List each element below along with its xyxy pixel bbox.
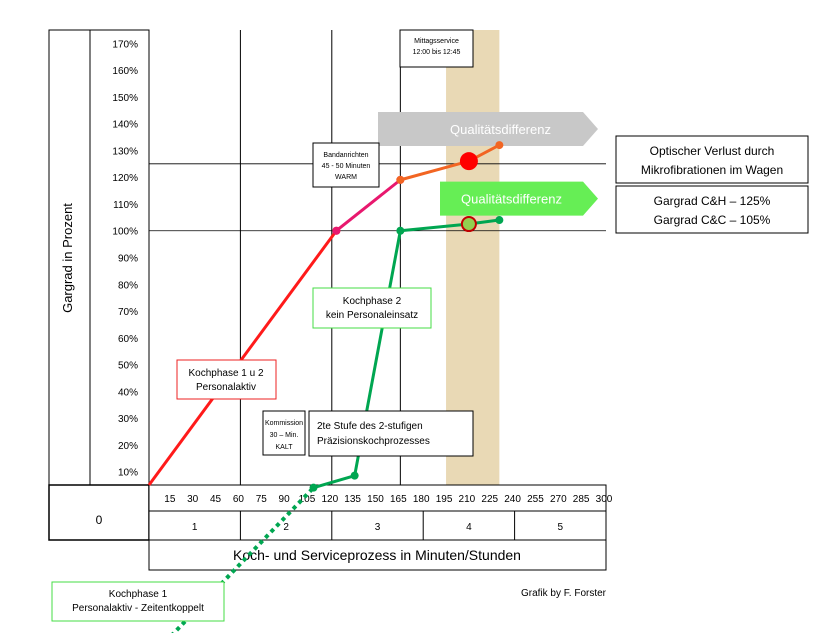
x-tick-label: 75 bbox=[256, 494, 268, 505]
kochphase2-line1: Kochphase 2 bbox=[343, 296, 402, 307]
x-tick-label: 225 bbox=[481, 494, 498, 505]
quality-arrow-green-text: Qualitätsdifferenz bbox=[461, 192, 562, 207]
bandanrichten-box bbox=[312, 142, 380, 188]
x-tick-label: 195 bbox=[436, 494, 453, 505]
service-label-line1: Mittagsservice bbox=[414, 38, 459, 45]
series-point bbox=[350, 471, 359, 480]
kommission-line1: Kommission bbox=[265, 420, 303, 427]
highlight-marker bbox=[459, 152, 478, 171]
bandanrichten-line3: WARM bbox=[335, 174, 357, 181]
x-tick-label: 180 bbox=[413, 494, 430, 505]
x-tick-label: 90 bbox=[279, 494, 291, 505]
x-tick-label: 300 bbox=[596, 494, 613, 505]
x-tick-label: 210 bbox=[459, 494, 476, 505]
gargrad-line2: Gargrad C&C – 105% bbox=[654, 213, 771, 227]
origin-label: 0 bbox=[96, 513, 103, 527]
quality-arrow-green bbox=[440, 181, 598, 216]
kochphase12-line1: Kochphase 1 u 2 bbox=[188, 368, 263, 379]
hour-label: 1 bbox=[192, 522, 198, 533]
y-tick-label: 40% bbox=[118, 387, 138, 398]
hour-label: 5 bbox=[558, 522, 564, 533]
series-point bbox=[396, 175, 405, 184]
kochphase2-line2: kein Personaleinsatz bbox=[326, 310, 418, 321]
origin-cell bbox=[48, 484, 150, 541]
kochphase1-line2: Personalaktiv - Zeitentkoppelt bbox=[72, 603, 204, 614]
kommission-line3: KALT bbox=[276, 444, 294, 451]
service-band bbox=[446, 30, 500, 485]
y-tick-label: 50% bbox=[118, 361, 138, 372]
y-tick-label: 100% bbox=[112, 227, 138, 238]
highlight-marker bbox=[460, 216, 477, 233]
stufe-line1: 2te Stufe des 2-stufigen bbox=[317, 421, 423, 432]
service-label-box bbox=[399, 29, 474, 68]
quality-arrow-gray bbox=[378, 112, 598, 147]
y-tick-label: 170% bbox=[112, 39, 138, 50]
series-line bbox=[335, 178, 402, 232]
series-point bbox=[495, 141, 504, 150]
series-point bbox=[309, 483, 318, 492]
x-tick-label: 255 bbox=[527, 494, 544, 505]
kochphase1-box bbox=[51, 581, 225, 622]
series-point bbox=[332, 226, 341, 235]
xlabel-row bbox=[148, 539, 607, 571]
hour-label: 4 bbox=[466, 522, 472, 533]
y-tick-label: 60% bbox=[118, 334, 138, 345]
stufe-line2: Präzisionskochprozesses bbox=[317, 436, 430, 447]
y-tick-label: 70% bbox=[118, 307, 138, 318]
y-tick-label: 130% bbox=[112, 146, 138, 157]
y-tick-label: 30% bbox=[118, 414, 138, 425]
kochphase12-box bbox=[176, 359, 277, 400]
gargrad-line1: Gargrad C&H – 125% bbox=[654, 194, 771, 208]
hour-label: 2 bbox=[283, 522, 289, 533]
series-point bbox=[396, 226, 405, 235]
minutes-row bbox=[148, 484, 607, 512]
x-tick-label: 165 bbox=[390, 494, 407, 505]
credit-text: Grafik by F. Forster bbox=[521, 588, 607, 599]
y-tick-label: 20% bbox=[118, 441, 138, 452]
y-tick-label: 80% bbox=[118, 280, 138, 291]
y-tick-label: 90% bbox=[118, 254, 138, 265]
x-tick-label: 270 bbox=[550, 494, 567, 505]
y-tick-label: 160% bbox=[112, 66, 138, 77]
bandanrichten-line2: 45 - 50 Minuten bbox=[322, 163, 371, 170]
hours-row bbox=[148, 510, 607, 541]
series-point bbox=[495, 216, 504, 225]
x-tick-label: 150 bbox=[367, 494, 384, 505]
x-tick-label: 285 bbox=[573, 494, 590, 505]
verlust-line1: Optischer Verlust durch bbox=[650, 144, 775, 158]
x-tick-label: 240 bbox=[504, 494, 521, 505]
y-tick-label: 140% bbox=[112, 120, 138, 131]
x-tick-label: 60 bbox=[233, 494, 245, 505]
y-tick-label: 120% bbox=[112, 173, 138, 184]
x-tick-label: 30 bbox=[187, 494, 199, 505]
x-tick-label: 135 bbox=[344, 494, 361, 505]
kommission-box bbox=[262, 410, 306, 456]
y-tick-label: 150% bbox=[112, 93, 138, 104]
y-tick-label: 10% bbox=[118, 468, 138, 479]
x-tick-label: 45 bbox=[210, 494, 222, 505]
y-axis-label: Gargrad in Prozent bbox=[60, 203, 75, 313]
gargrad-box bbox=[615, 185, 809, 234]
bandanrichten-line1: Bandanrichten bbox=[323, 152, 368, 159]
x-tick-label: 105 bbox=[299, 494, 316, 505]
x-tick-label: 120 bbox=[321, 494, 338, 505]
stufe-box bbox=[308, 410, 474, 457]
x-axis-label: Koch- und Serviceprozess in Minuten/Stun… bbox=[233, 547, 521, 563]
series-line bbox=[147, 229, 338, 486]
kochphase1-line1: Kochphase 1 bbox=[109, 589, 168, 600]
verlust-line2: Mikrofibrationen im Wagen bbox=[641, 163, 783, 177]
kommission-line2: 30 – Min. bbox=[270, 432, 299, 439]
kochphase12-line2: Personalaktiv bbox=[196, 382, 256, 393]
verlust-box bbox=[615, 135, 809, 184]
service-label-line2: 12:00 bis 12:45 bbox=[413, 49, 461, 56]
y-tick-label: 110% bbox=[113, 200, 138, 211]
x-tick-label: 15 bbox=[164, 494, 176, 505]
quality-arrow-gray-text: Qualitätsdifferenz bbox=[450, 122, 551, 137]
kochphase2-box bbox=[312, 287, 432, 329]
hour-label: 3 bbox=[375, 522, 381, 533]
